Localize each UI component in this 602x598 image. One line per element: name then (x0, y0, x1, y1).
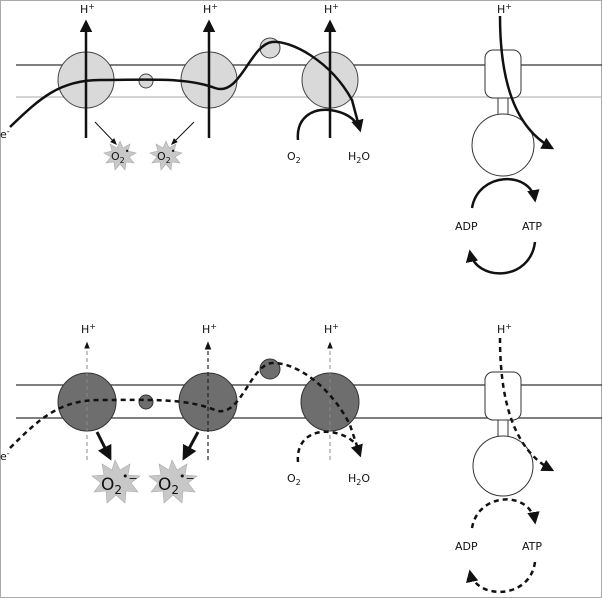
superoxide-label-3: O2•− (101, 470, 138, 497)
water-label-2: H2O (348, 472, 370, 487)
proton-label-8: H+ (497, 322, 512, 336)
ros-leak-arrow-4 (182, 431, 200, 461)
water-label: H2O (348, 150, 370, 165)
proton-return-arrow (498, 15, 555, 150)
adp-label: ADP (455, 220, 478, 233)
ros-leak-arrow-3 (95, 431, 112, 461)
atp-label-2: ATP (522, 540, 542, 553)
electron-label: e- (0, 127, 10, 141)
atp-label: ATP (522, 220, 542, 233)
electron-path (9, 40, 364, 133)
atp-synthesis-arrow (470, 177, 540, 209)
superoxide-label-1: O2• (111, 147, 129, 165)
ubiquinone-2 (138, 394, 154, 410)
atp-synthase-f1 (471, 113, 535, 177)
proton-label-7: H+ (324, 322, 339, 336)
atp-synthase-f1-2 (472, 435, 534, 497)
proton-label-1: H+ (80, 2, 95, 16)
atp-synthase-stalk (497, 97, 509, 117)
proton-label-5: H+ (81, 322, 96, 336)
oxygen-reduction-arrow-2 (296, 430, 362, 463)
ros-leak-arrow-2 (171, 121, 195, 145)
atp-hydrolysis-arrow-2 (466, 561, 537, 594)
adp-label-2: ADP (455, 540, 478, 553)
panel-normal: H+ H+ H+ H+ e- O2 H2O O2• O2• ADP ATP (0, 2, 602, 275)
proton-label-2: H+ (203, 2, 218, 16)
ros-star-2 (149, 140, 183, 171)
ros-star-3 (91, 459, 141, 504)
ros-star-1 (103, 140, 137, 171)
oxygen-reduction-arrow (296, 108, 362, 141)
atp-synthase-stalk-2 (497, 419, 509, 439)
proton-label-6: H+ (202, 322, 217, 336)
ros-leak-arrow-1 (94, 121, 117, 146)
cytochrome-c-2 (259, 358, 281, 380)
ubiquinone (138, 73, 154, 89)
panel-impaired: H+ H+ H+ H+ e- O2 H2O O2•− O2•− ADP ATP (0, 322, 602, 594)
oxygen-label: O2 (287, 150, 301, 165)
atp-synthase-fo-2 (484, 371, 522, 421)
proton-label-3: H+ (324, 2, 339, 16)
atp-hydrolysis-arrow (465, 241, 537, 275)
ros-star-4 (148, 459, 198, 504)
superoxide-label-4: O2•− (158, 470, 195, 497)
proton-return-arrow-2 (498, 337, 555, 472)
electron-label-2: e- (0, 449, 10, 463)
atp-synthesis-arrow-2 (470, 498, 540, 529)
electron-path-impaired (9, 361, 363, 458)
superoxide-label-2: O2• (157, 147, 175, 165)
proton-label-4: H+ (497, 2, 512, 16)
oxygen-label-2: O2 (287, 472, 301, 487)
